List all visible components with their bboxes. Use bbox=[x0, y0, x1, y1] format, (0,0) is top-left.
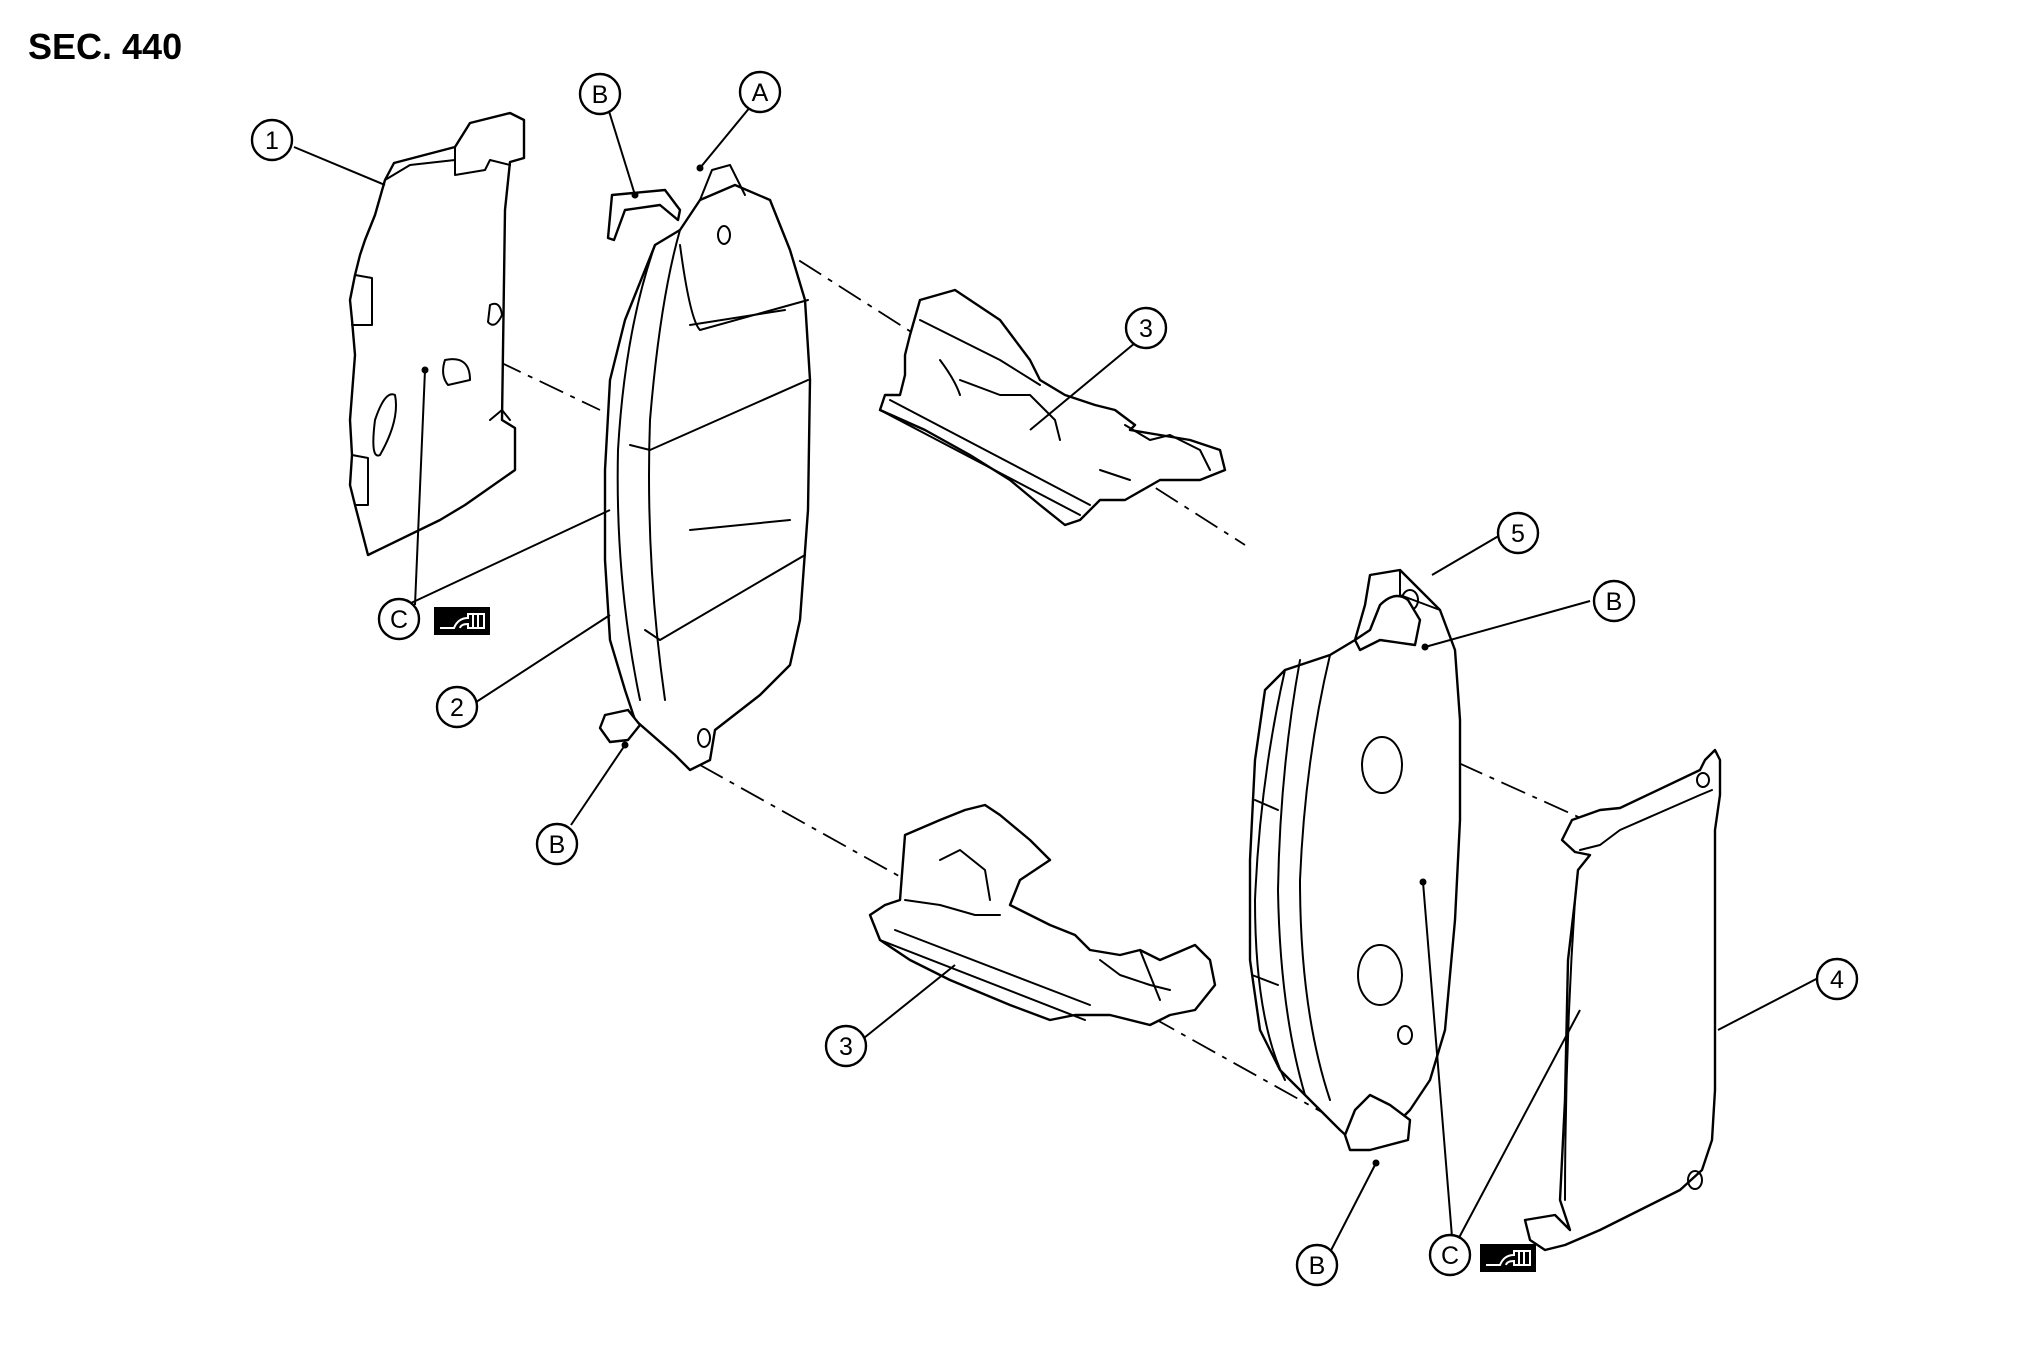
callout-b-right-lower: B bbox=[1295, 1243, 1339, 1287]
callout-b-lower-left: B bbox=[535, 822, 579, 866]
alignment-lines bbox=[369, 209, 1586, 1126]
callout-3-lower: 3 bbox=[824, 1024, 868, 1068]
section-title: SEC. 440 bbox=[28, 26, 183, 67]
svg-text:3: 3 bbox=[839, 1033, 853, 1061]
callout-c-right: C bbox=[1428, 1233, 1472, 1277]
callout-3-upper: 3 bbox=[1124, 306, 1168, 350]
callout-4: 4 bbox=[1815, 957, 1859, 1001]
callout-b-upper-left: B bbox=[578, 72, 622, 116]
callout-c-left: C bbox=[377, 597, 421, 641]
grease-symbol-icon bbox=[1480, 1244, 1536, 1272]
svg-text:B: B bbox=[592, 81, 609, 109]
callout-2: 2 bbox=[435, 685, 479, 729]
brake-pad-inner bbox=[598, 164, 812, 772]
svg-text:C: C bbox=[1441, 1242, 1459, 1270]
svg-text:2: 2 bbox=[450, 694, 464, 722]
callout-b-right-upper: B bbox=[1592, 579, 1636, 623]
svg-text:3: 3 bbox=[1139, 315, 1153, 343]
svg-text:4: 4 bbox=[1830, 966, 1844, 994]
callout-5: 5 bbox=[1496, 511, 1540, 555]
leader-lines bbox=[293, 105, 1823, 1263]
svg-text:B: B bbox=[1606, 588, 1623, 616]
pad-retainer-lower bbox=[868, 803, 1217, 1027]
pad-shim-right bbox=[1523, 748, 1722, 1252]
grease-symbol-icon bbox=[434, 607, 490, 635]
callout-1: 1 bbox=[250, 118, 294, 162]
leader-dots bbox=[421, 164, 1429, 1167]
pad-retainer-upper bbox=[878, 288, 1227, 527]
svg-text:B: B bbox=[1309, 1252, 1326, 1280]
svg-text:B: B bbox=[549, 831, 566, 859]
brake-pad-outer bbox=[1248, 568, 1462, 1152]
pad-shim-left bbox=[348, 111, 526, 557]
callout-a: A bbox=[738, 70, 782, 114]
svg-text:A: A bbox=[752, 79, 769, 107]
svg-text:C: C bbox=[390, 606, 408, 634]
svg-text:5: 5 bbox=[1511, 520, 1525, 548]
svg-text:1: 1 bbox=[265, 127, 279, 155]
